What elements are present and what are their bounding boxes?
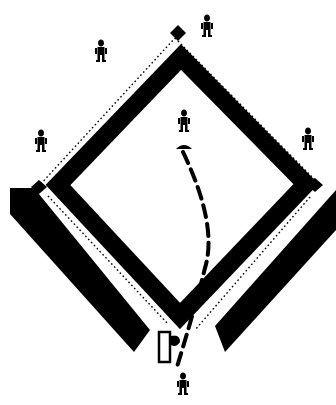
catchers-mitt [171, 336, 180, 346]
second-base [170, 25, 186, 41]
pitchers-mound [176, 145, 192, 149]
player-pitcher [178, 110, 190, 133]
player-figure-icon [177, 373, 189, 396]
catcher-box [159, 332, 170, 362]
player-first-baseman [302, 128, 314, 151]
player-batter [177, 373, 189, 396]
ball-path [176, 152, 209, 370]
foul-line-right-upper [175, 38, 318, 183]
player-figure-icon [201, 15, 213, 38]
foul-line-left-upper [38, 38, 175, 187]
player-figure-icon [35, 130, 47, 153]
player-figure-icon [95, 40, 107, 63]
player-figure-icon [178, 110, 190, 133]
player-left-fielder [95, 40, 107, 63]
player-figure-icon [302, 128, 314, 151]
player-third-baseman [35, 130, 47, 153]
player-center-fielder [201, 15, 213, 38]
